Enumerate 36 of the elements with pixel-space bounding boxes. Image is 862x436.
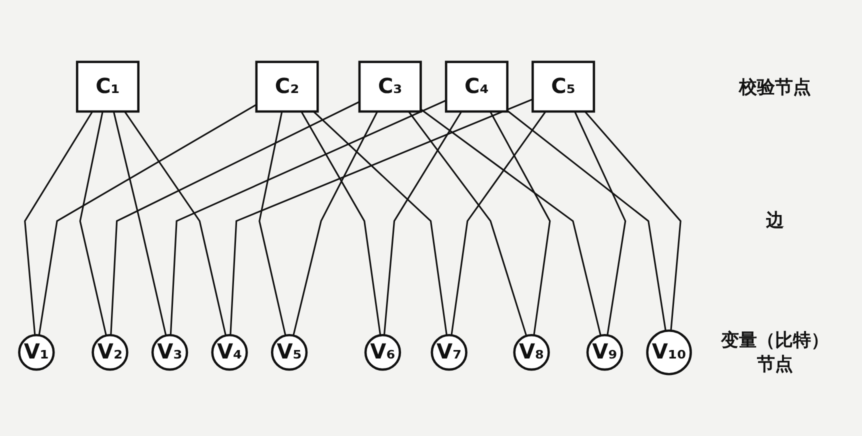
connector	[258, 111, 286, 336]
connector	[112, 111, 167, 336]
connector	[574, 111, 626, 336]
node-box: C₃	[358, 60, 422, 113]
connector	[383, 111, 462, 336]
row-label: 变量（比特）节点	[720, 329, 830, 376]
connector	[38, 104, 257, 336]
connector	[110, 101, 360, 336]
node-circle: V₁₀	[646, 329, 692, 376]
node-circle: V₄	[211, 334, 248, 371]
row-label: 校验节点	[739, 76, 811, 99]
row-label: 边	[766, 208, 784, 232]
node-circle: V₃	[151, 334, 188, 371]
node-circle: V₅	[270, 334, 308, 371]
connector	[230, 98, 533, 336]
node-box: C₁	[76, 60, 140, 113]
node-circle: V₁	[18, 334, 55, 371]
node-circle: V₂	[92, 334, 128, 371]
connector	[584, 110, 682, 331]
connector	[24, 111, 94, 336]
connector	[490, 111, 551, 336]
node-circle: V₈	[513, 334, 550, 371]
node-circle: V₇	[430, 334, 468, 371]
node-circle: V₉	[586, 334, 624, 371]
connector	[79, 111, 107, 336]
node-circle: V₆	[364, 334, 402, 371]
connector	[408, 111, 528, 336]
node-box: C₄	[444, 60, 508, 113]
connector	[450, 111, 546, 336]
node-box: C₂	[255, 60, 319, 113]
connector	[313, 110, 448, 336]
connector	[124, 111, 226, 336]
node-box: C₅	[532, 60, 596, 113]
connector	[506, 110, 666, 331]
connector	[170, 100, 446, 336]
connector	[420, 108, 602, 336]
